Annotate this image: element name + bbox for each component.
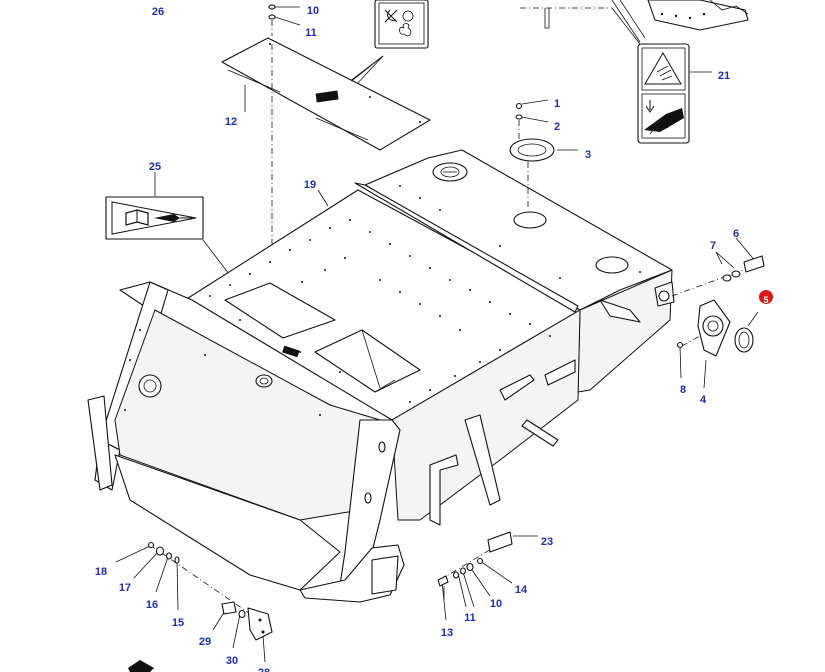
callout-12[interactable]: 12 — [225, 116, 237, 128]
lower-right-hardware — [437, 531, 513, 600]
highlight-badge — [759, 290, 773, 304]
callout-14[interactable]: 14 — [515, 584, 528, 596]
callout-18[interactable]: 18 — [95, 566, 107, 578]
fan-warning-decal — [374, 0, 429, 49]
cover-plate — [221, 37, 431, 151]
callout-6[interactable]: 6 — [733, 228, 739, 240]
callout-15[interactable]: 15 — [172, 617, 184, 629]
callout-26[interactable]: 26 — [152, 6, 164, 18]
callout-7[interactable]: 7 — [710, 240, 716, 252]
callout-11[interactable]: 11 — [464, 612, 476, 624]
callout-19[interactable]: 19 — [304, 179, 316, 191]
main-housing — [184, 149, 675, 526]
upper-frame-partial — [520, 0, 749, 43]
callout-10[interactable]: 10 — [490, 598, 502, 610]
callout-29[interactable]: 29 — [199, 636, 211, 648]
callout-8[interactable]: 8 — [680, 384, 686, 396]
access-cover-hardware — [509, 102, 555, 210]
manual-decal — [105, 196, 204, 240]
callout-23[interactable]: 23 — [541, 536, 553, 548]
callout-30[interactable]: 30 — [226, 655, 238, 667]
callout-5[interactable]: 5 — [763, 295, 768, 305]
callout-25[interactable]: 25 — [149, 161, 161, 173]
callout-4[interactable]: 4 — [700, 394, 707, 406]
hand-cut-warning-decal — [637, 43, 690, 144]
callout-28[interactable]: 28 — [258, 667, 270, 672]
bearing-assembly — [671, 255, 765, 357]
fastener-stack-top — [268, 4, 276, 290]
callout-3[interactable]: 3 — [585, 149, 591, 161]
front-shroud — [87, 281, 405, 603]
callout-10[interactable]: 10 — [307, 5, 319, 17]
callout-1[interactable]: 1 — [554, 98, 560, 110]
housing-holes — [209, 185, 641, 403]
callout-13[interactable]: 13 — [441, 627, 453, 639]
lower-left-hardware — [128, 541, 273, 672]
callout-16[interactable]: 16 — [146, 599, 158, 611]
callout-2[interactable]: 2 — [554, 121, 560, 133]
callout-17[interactable]: 17 — [119, 582, 131, 594]
callout-21[interactable]: 21 — [718, 70, 730, 82]
callout-11[interactable]: 11 — [305, 27, 317, 39]
